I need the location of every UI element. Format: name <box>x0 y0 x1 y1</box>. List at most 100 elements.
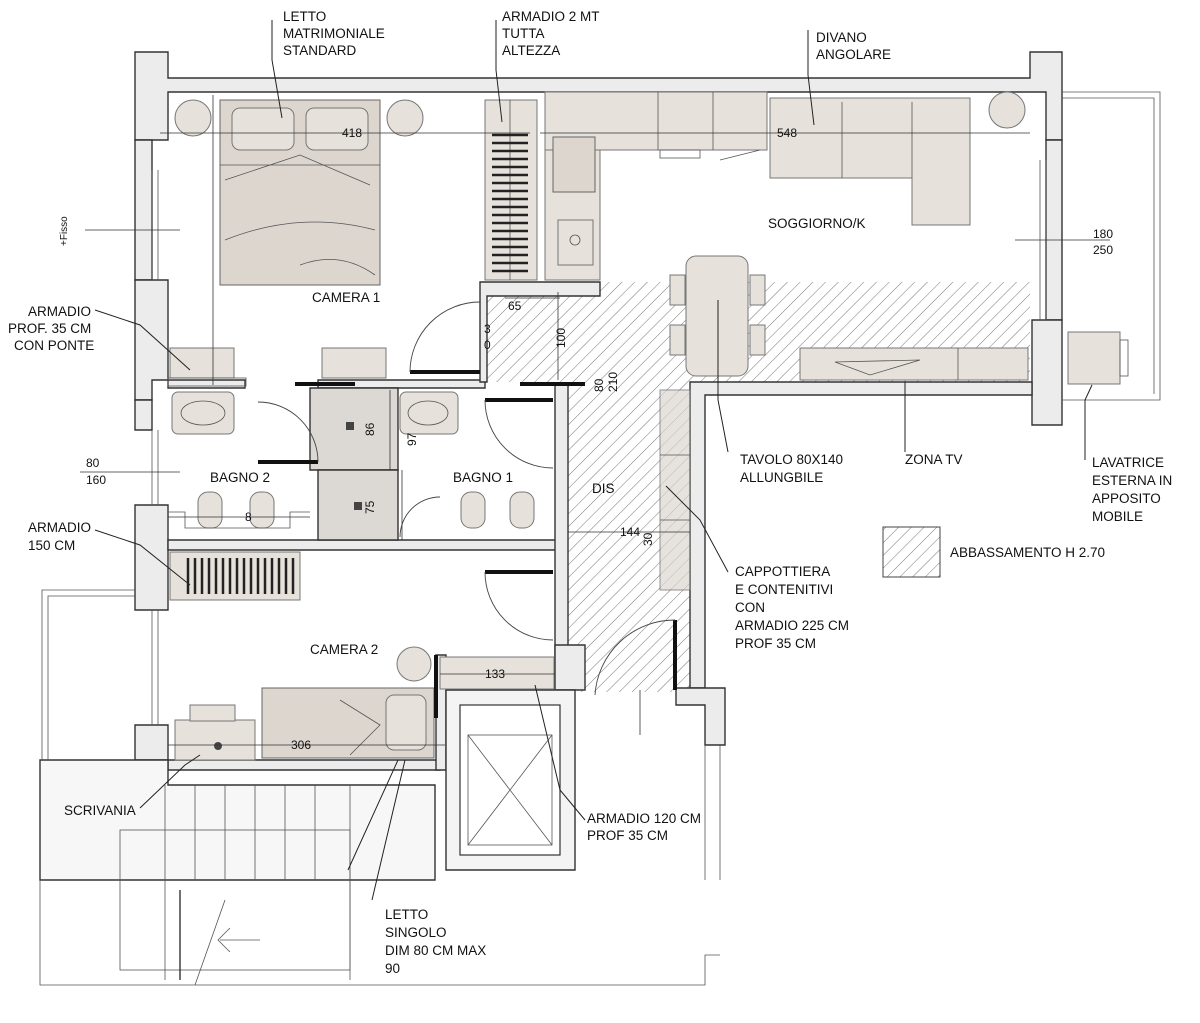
dimension-label: 250 <box>1093 243 1113 257</box>
dimension-label: 86 <box>363 422 377 436</box>
annotation-line: ALTEZZA <box>502 43 560 58</box>
annotation-line: E CONTENITIVI <box>735 582 833 597</box>
annotation-line: TUTTA <box>502 26 545 41</box>
dimension-label: 8 <box>245 510 252 524</box>
corner-sofa <box>769 97 971 226</box>
room-label-camera2: CAMERA 2 <box>310 642 378 657</box>
annotation-line: 90 <box>385 961 400 976</box>
room-label-soggiorno: SOGGIORNO/K <box>768 216 866 231</box>
annotation-line: APPOSITO <box>1092 491 1161 506</box>
dimension-label: 160 <box>86 473 106 487</box>
bedside-table <box>386 99 424 137</box>
wardrobe-hangers <box>186 558 295 594</box>
annotation-armadio-150: ARMADIO 150 CM <box>28 520 91 553</box>
annotation-letto-matrimoniale: LETTO MATRIMONIALE STANDARD <box>283 9 385 58</box>
annotation-line: ESTERNA IN <box>1092 473 1172 488</box>
shower-drain <box>346 422 362 510</box>
dimension-label: 548 <box>777 126 797 140</box>
dimension-label: 418 <box>342 126 362 140</box>
washing-machine <box>1067 331 1129 385</box>
annotation-line: DIM 80 CM MAX <box>385 943 486 958</box>
bathroom2-fixtures <box>168 391 310 529</box>
wardrobe-35cm <box>167 347 387 387</box>
dimension-label: 0 <box>484 338 491 352</box>
annotation-line: TAVOLO 80X140 <box>740 452 843 467</box>
bedside-table <box>396 646 432 682</box>
annotation-cappottiera: CAPPOTTIERA E CONTENITIVI CON ARMADIO 22… <box>735 564 849 651</box>
leader-lines <box>94 20 1093 901</box>
annotation-line: STANDARD <box>283 43 357 58</box>
legend-hatch-swatch <box>882 526 941 578</box>
wardrobe-hangers <box>492 133 528 273</box>
dimension-label: 100 <box>554 328 568 348</box>
annotation-line: DIVANO <box>816 30 867 45</box>
dimension-label: 180 <box>1093 227 1113 241</box>
annotation-line: 150 CM <box>28 538 75 553</box>
annotation-zona-tv: ZONA TV <box>905 452 963 467</box>
annotation-line: LETTO <box>385 907 428 922</box>
annotation-line: CON <box>735 600 765 615</box>
annotation-line: PROF. 35 CM <box>8 321 91 336</box>
dimension-label: 75 <box>363 500 377 514</box>
dimension-lines <box>80 95 1110 746</box>
annotation-line: ARMADIO 2 MT <box>502 9 600 24</box>
annotation-scrivania: SCRIVANIA <box>64 803 136 818</box>
annotation-line: CON PONTE <box>14 338 94 353</box>
double-bed <box>219 99 381 286</box>
dining-table <box>669 255 766 377</box>
single-bed <box>261 687 435 759</box>
annotation-line: PROF 35 CM <box>587 828 668 843</box>
bathroom1-fixtures <box>399 391 535 529</box>
annotation-line: SINGOLO <box>385 925 447 940</box>
annotation-line: MOBILE <box>1092 509 1143 524</box>
annotation-line: ANGOLARE <box>816 47 891 62</box>
annotation-lavatrice: LAVATRICE ESTERNA IN APPOSITO MOBILE <box>1092 455 1172 524</box>
annotation-tavolo: TAVOLO 80X140 ALLUNGBILE <box>740 452 843 485</box>
dimension-label: 80 <box>592 378 606 392</box>
room-label-bagno2: BAGNO 2 <box>210 470 270 485</box>
dimension-label: 210 <box>606 372 620 392</box>
annotation-line: ALLUNGBILE <box>740 470 823 485</box>
annotation-line: LAVATRICE <box>1092 455 1164 470</box>
tv-console <box>799 347 1029 381</box>
dimension-label: 133 <box>485 667 505 681</box>
staircase <box>39 745 721 986</box>
dimension-label: 30 <box>641 532 655 546</box>
elevator <box>459 704 561 856</box>
annotation-armadio-120: ARMADIO 120 CM PROF 35 CM <box>587 811 701 843</box>
annotation-fisso: +Fisso <box>59 216 70 246</box>
dimension-label: 3 <box>484 322 491 336</box>
annotation-line: ARMADIO <box>28 520 91 535</box>
annotation-line: PROF 35 CM <box>735 636 816 651</box>
dimension-label: 80 <box>86 456 100 470</box>
legend: ABBASSAMENTO H 2.70 <box>882 526 1105 578</box>
legend-label: ABBASSAMENTO H 2.70 <box>950 545 1105 560</box>
dimension-label: 306 <box>291 738 311 752</box>
bedside-table <box>174 99 212 137</box>
room-label-dis: DIS <box>592 481 615 496</box>
wardrobe-150cm <box>169 551 301 601</box>
annotation-armadio-2mt: ARMADIO 2 MT TUTTA ALTEZZA <box>502 9 600 58</box>
wardrobe-120cm <box>439 656 555 690</box>
annotation-line: ARMADIO 225 CM <box>735 618 849 633</box>
annotation-line: ARMADIO <box>28 304 91 319</box>
annotation-letto-singolo: LETTO SINGOLO DIM 80 CM MAX 90 <box>385 907 486 976</box>
coat-wardrobe <box>659 389 691 591</box>
desk <box>174 704 256 761</box>
annotation-armadio-35: ARMADIO PROF. 35 CM CON PONTE <box>8 304 94 353</box>
annotation-line: LETTO <box>283 9 326 24</box>
dimension-label: 97 <box>405 432 419 446</box>
doors <box>257 301 677 718</box>
dimension-labels: 418 548 65 100 86 97 75 8 144 30 133 306… <box>86 126 1113 752</box>
dimension-label: 144 <box>620 525 640 539</box>
annotation-line: CAPPOTTIERA <box>735 564 830 579</box>
kitchen-block <box>544 91 768 281</box>
annotation-line: ARMADIO 120 CM <box>587 811 701 826</box>
windows <box>41 91 1161 760</box>
room-label-camera1: CAMERA 1 <box>312 290 380 305</box>
room-label-bagno1: BAGNO 1 <box>453 470 513 485</box>
annotation-divano: DIVANO ANGOLARE <box>816 30 891 62</box>
dimension-label: 65 <box>508 299 522 313</box>
